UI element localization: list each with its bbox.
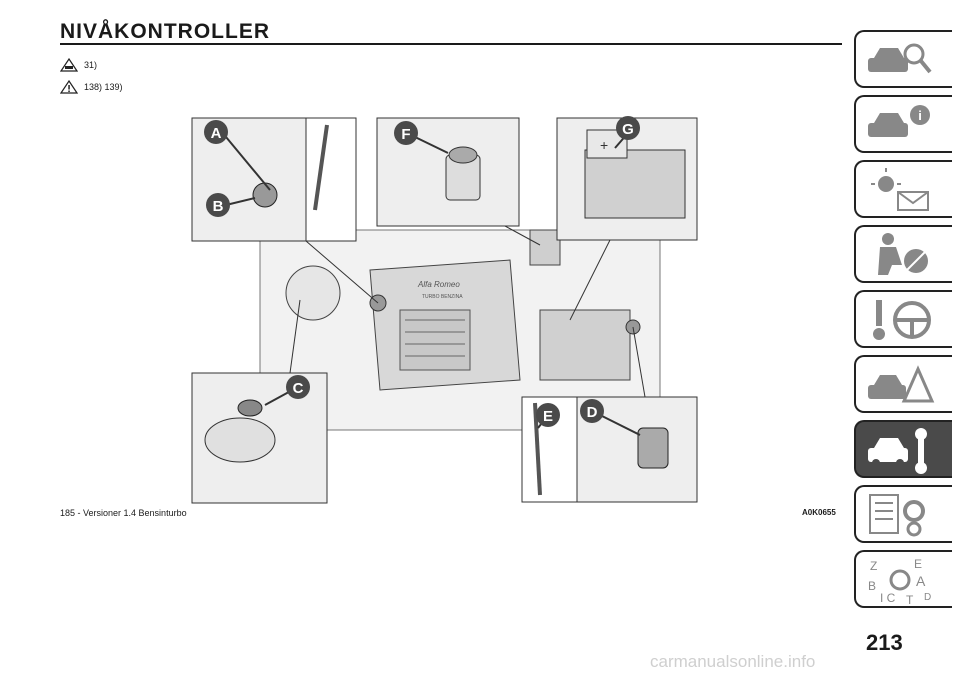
svg-text:T: T	[906, 593, 914, 606]
tab-technical-data[interactable]	[854, 485, 952, 543]
label-g: G	[616, 116, 640, 140]
page-number: 213	[866, 630, 903, 655]
tab-warning-lights[interactable]	[854, 160, 952, 218]
watermark: carmanualsonline.info	[650, 652, 816, 671]
warning-icon	[60, 80, 78, 94]
title-rule	[60, 43, 842, 45]
svg-text:A: A	[916, 573, 926, 589]
tab-maintenance[interactable]	[854, 420, 952, 478]
svg-text:E: E	[914, 557, 922, 571]
label-b: B	[206, 193, 230, 217]
svg-text:B: B	[213, 198, 224, 215]
specifications-gears-icon	[869, 494, 925, 537]
svg-text:C: C	[293, 380, 304, 397]
alphabetical-index-icon: Z E B A I C T D	[868, 557, 931, 606]
page-title: NIVÅKONTROLLER	[60, 20, 270, 43]
svg-text:D: D	[924, 592, 931, 603]
warning-ref-text[interactable]: 138) 139)	[84, 82, 123, 92]
seat-airbag-icon	[878, 233, 928, 275]
tab-safety[interactable]	[854, 225, 952, 283]
engine-brand-text: Alfa Romeo	[417, 280, 460, 289]
warning-reference-2: 138) 139)	[60, 80, 123, 94]
svg-text:I C: I C	[880, 591, 896, 605]
steering-wheel-key-icon	[873, 300, 931, 340]
label-f: F	[394, 121, 418, 145]
warning-reference-1: 31)	[60, 58, 97, 72]
warning-ref-text[interactable]: 31)	[84, 60, 98, 70]
engine-type-text: TURBO BENZINA	[422, 294, 463, 300]
engine-bay-drawing: Alfa Romeo TURBO BENZINA	[259, 229, 661, 431]
svg-text:D: D	[587, 404, 598, 421]
inset-a-b	[191, 117, 357, 242]
tab-emergency[interactable]	[854, 355, 952, 413]
car-search-icon	[868, 43, 932, 74]
plus-terminal-icon: +	[600, 137, 608, 153]
warning-lights-message-icon	[871, 168, 929, 211]
label-e: E	[536, 403, 560, 427]
svg-text:A: A	[211, 125, 222, 142]
svg-text:G: G	[622, 121, 634, 138]
car-breakdown-warning-icon	[868, 365, 935, 403]
tab-car-search[interactable]	[854, 30, 952, 88]
car-info-icon: i	[868, 105, 930, 137]
svg-text:i: i	[918, 108, 922, 123]
svg-text:B: B	[868, 579, 876, 593]
figure-code: A0K0655	[802, 508, 836, 517]
tab-index[interactable]: Z E B A I C T D	[854, 550, 952, 608]
label-d: D	[580, 399, 604, 423]
svg-text:E: E	[543, 408, 553, 425]
inset-c	[191, 372, 328, 504]
engine-bay-illustration: Alfa Romeo TURBO BENZINA +	[190, 110, 700, 510]
warning-icon	[60, 58, 78, 72]
figure-caption: 185 - Versioner 1.4 Bensinturbo	[60, 508, 187, 518]
tab-car-info[interactable]: i	[854, 95, 952, 153]
svg-text:Z: Z	[870, 559, 877, 573]
label-c: C	[286, 375, 310, 399]
car-service-wrench-icon	[868, 428, 927, 474]
svg-text:F: F	[401, 126, 410, 143]
label-a: A	[204, 120, 228, 144]
tab-starting-driving[interactable]	[854, 290, 952, 348]
